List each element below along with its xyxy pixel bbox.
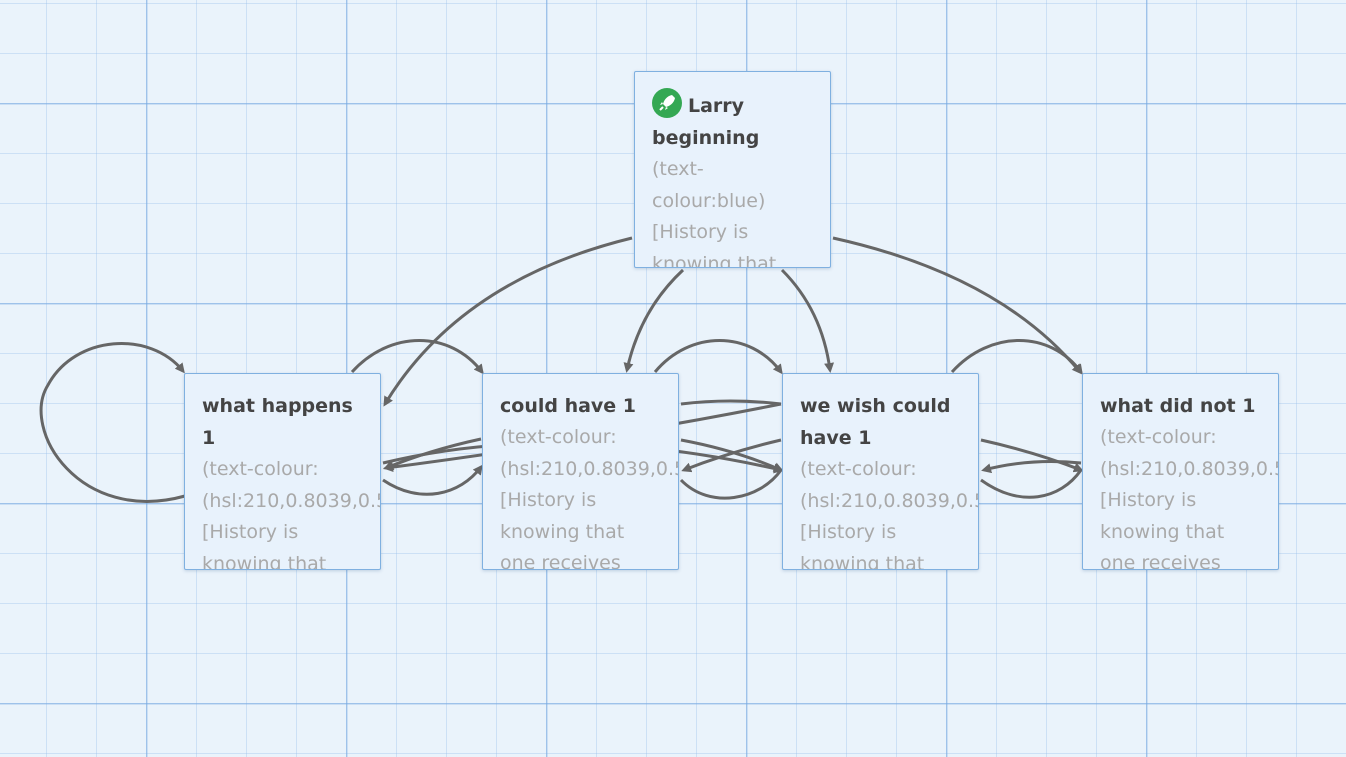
passage-excerpt: (text-colour: (hsl:210,0.8039,0.5 [Histo…: [500, 426, 679, 570]
link-arrow: [980, 469, 1083, 499]
link-arrow: [980, 438, 1084, 473]
link-arrow: [832, 236, 1082, 375]
passage-excerpt: (text-colour: (hsl:210,0.8039,0.5 [Histo…: [800, 458, 979, 570]
passage-title: what happens 1: [202, 395, 353, 449]
link-arrow: [383, 437, 482, 470]
passage-card-what-happens-1[interactable]: what happens 1 (text-colour: (hsl:210,0.…: [184, 373, 381, 570]
passage-excerpt: (text- colour:blue) [History is knowing …: [652, 158, 777, 268]
link-arrow: [950, 339, 1083, 375]
passage-card-we-wish-could-have-1[interactable]: we wish could have 1 (text-colour: (hsl:…: [782, 373, 979, 570]
link-arrow: [681, 438, 782, 473]
link-arrow: [680, 438, 784, 472]
passage-title: we wish could have 1: [800, 395, 951, 449]
passage-title: what did not 1: [1100, 395, 1256, 417]
link-arrow: [350, 339, 484, 375]
passage-excerpt: (text-colour: (hsl:210,0.8039,0.5 [Histo…: [202, 458, 381, 570]
link-arrow: [981, 460, 1082, 474]
link-arrow: [679, 469, 783, 500]
passage-title: could have 1: [500, 395, 637, 417]
passage-card-could-have-1[interactable]: could have 1 (text-colour: (hsl:210,0.80…: [482, 373, 679, 570]
link-arrow: [382, 464, 483, 496]
link-arrow: [680, 399, 782, 406]
passage-title: Larry beginning: [652, 88, 830, 154]
link-arrow: [623, 268, 685, 373]
passage-card-larry-beginning[interactable]: Larry beginning (text- colour:blue) [His…: [634, 71, 831, 268]
passage-card-what-did-not-1[interactable]: what did not 1 (text-colour: (hsl:210,0.…: [1082, 373, 1279, 570]
passage-excerpt: (text-colour: (hsl:210,0.8039,0.5 [Histo…: [1100, 426, 1279, 570]
link-arrow: [39, 342, 186, 503]
rocket-icon: [652, 88, 682, 118]
link-arrow: [780, 268, 835, 373]
link-arrow: [653, 339, 783, 375]
